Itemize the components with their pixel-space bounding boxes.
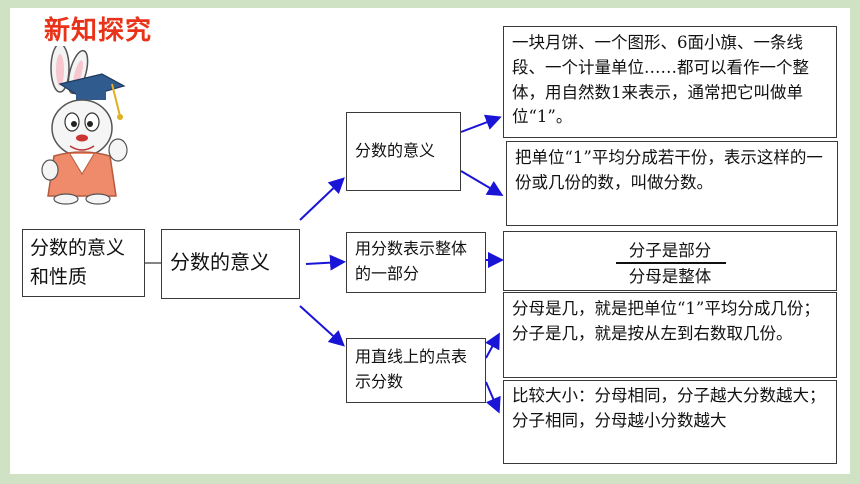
detail-number-line: 分母是几，就是把单位“1”平均分成几份；分子是几，就是按从左到右数取几份。 [503, 292, 837, 378]
root-node: 分数的意义和性质 [22, 229, 145, 297]
detail-fraction: 分子是部分 分母是整体 [503, 231, 837, 291]
branch-part-of-whole: 用分数表示整体的一部分 [346, 232, 486, 293]
slide: 新知探究 [10, 8, 850, 474]
main-node: 分数的意义 [161, 229, 300, 299]
page-title: 新知探究 [44, 16, 153, 46]
branch-meaning: 分数的意义 [346, 112, 461, 191]
fraction-numerator: 分子是部分 [628, 241, 712, 260]
fraction-bar [616, 262, 726, 264]
branch-number-line: 用直线上的点表示分数 [346, 338, 486, 403]
detail-compare: 比较大小：分母相同，分子越大分数越大；分子相同，分母越小分数越大 [503, 380, 837, 464]
rabbit-scholar-icon [41, 46, 128, 205]
fraction-denominator: 分母是整体 [628, 267, 712, 286]
detail-definition: 把单位“1”平均分成若干份，表示这样的一份或几份的数，叫做分数。 [506, 141, 838, 226]
detail-unit-one: 一块月饼、一个图形、6面小旗、一条线段、一个计量单位……都可以看作一个整体，用自… [503, 26, 837, 138]
connector-arrows [145, 114, 504, 414]
